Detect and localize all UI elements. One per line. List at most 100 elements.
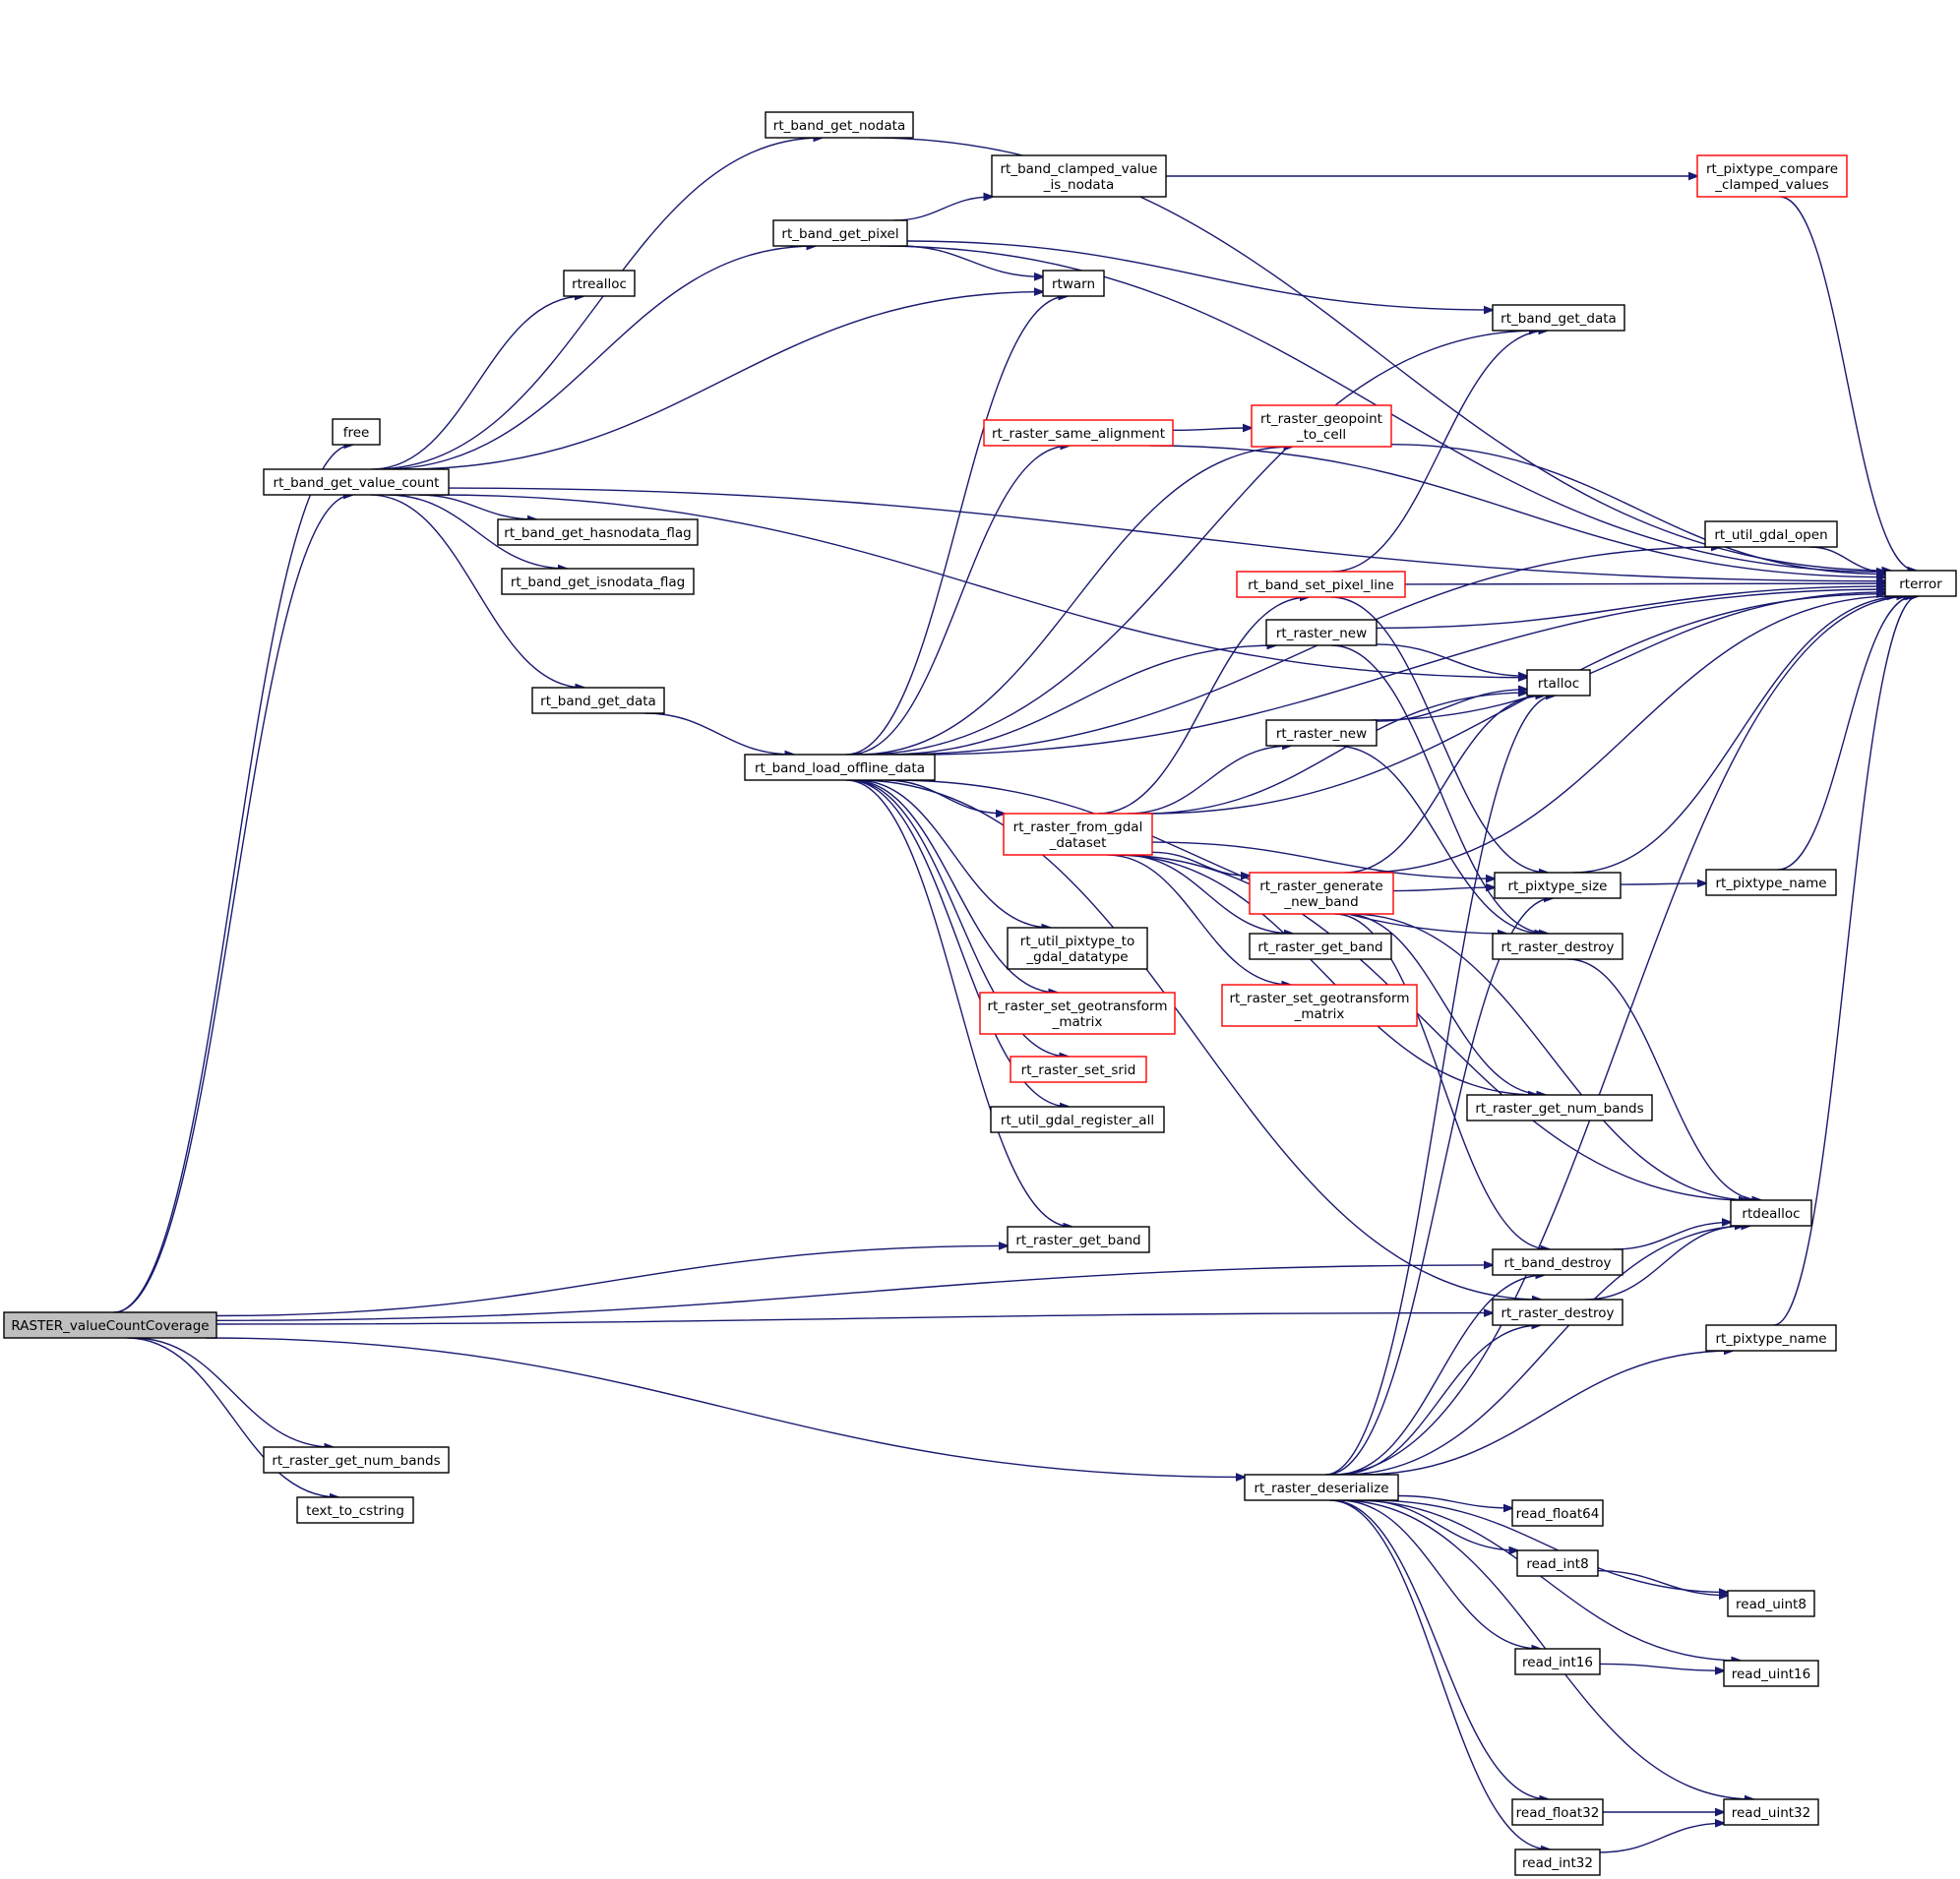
edge-path — [1143, 693, 1527, 815]
node-rterror[interactable]: rterror — [1884, 570, 1957, 597]
edge-rt_band_load_offline_data-to-rt_raster_from_gdal_dataset — [885, 779, 1005, 814]
node-rt-raster-get-num-bands-l[interactable]: rt_raster_get_num_bands — [263, 1446, 450, 1474]
node-text-to-cstring[interactable]: text_to_cstring — [296, 1496, 414, 1524]
node-label: _matrix — [1052, 1014, 1103, 1030]
node-free[interactable]: free — [332, 418, 381, 446]
node-rt-band-set-pixel-line[interactable]: rt_band_set_pixel_line — [1236, 571, 1406, 598]
node-label: rt_raster_get_num_bands — [1475, 1101, 1643, 1117]
node-rt-raster-deserialize[interactable]: rt_raster_deserialize — [1244, 1474, 1399, 1501]
node-rt-util-gdal-register-all[interactable]: rt_util_gdal_register_all — [990, 1106, 1165, 1133]
node-read-uint32[interactable]: read_uint32 — [1723, 1798, 1819, 1826]
node-rt-band-destroy[interactable]: rt_band_destroy — [1492, 1248, 1623, 1276]
node-box — [1007, 927, 1148, 970]
node-rt-band-get-hasnodata-flag[interactable]: rt_band_get_hasnodata_flag — [497, 518, 699, 546]
edge-path — [215, 1313, 1493, 1325]
edge-rt_band_get_value_count-to-rt_band_get_isnodata_flag — [387, 494, 567, 569]
edge-path — [1151, 841, 1495, 879]
edge-path — [205, 1337, 1245, 1478]
node-rt-util-gdal-open[interactable]: rt_util_gdal_open — [1704, 520, 1838, 548]
edge-rt_band_load_offline_data-to-rt_util_pixtype_to_gdal_datatype — [856, 779, 1051, 928]
node-rt-raster-same-alignment[interactable]: rt_raster_same_alignment — [983, 419, 1174, 447]
edge-root-to-rt_band_destroy — [215, 1265, 1493, 1321]
node-rt-raster-set-geotransform-matrix-l[interactable]: rt_raster_set_geotransform_matrix — [979, 992, 1176, 1035]
edge-rt_raster_from_gdal_dataset-to-rterror — [1146, 594, 1885, 815]
node-label: rt_band_get_isnodata_flag — [511, 575, 685, 590]
node-read-uint16[interactable]: read_uint16 — [1723, 1660, 1819, 1687]
nodes-layer: RASTER_valueCountCoverage free rt_band_get… — [3, 111, 1957, 1876]
node-rt-band-get-pixel[interactable]: rt_band_get_pixel — [772, 219, 908, 247]
node-rt-band-get-value-count[interactable]: rt_band_get_value_count — [263, 468, 450, 496]
node-label: rtrealloc — [572, 276, 627, 292]
edge-path — [373, 138, 823, 470]
edge-path — [1390, 444, 1885, 575]
node-read-int8[interactable]: read_int8 — [1516, 1549, 1599, 1577]
node-box — [332, 418, 381, 446]
node-read-int32[interactable]: read_int32 — [1514, 1849, 1601, 1876]
node-rt-raster-from-gdal-dataset[interactable]: rt_raster_from_gdal_dataset — [1003, 813, 1153, 856]
edge-path — [1572, 596, 1906, 874]
edge-path — [1779, 196, 1917, 571]
node-rt-pixtype-name-1[interactable]: rt_pixtype_name — [1705, 869, 1837, 896]
edge-path — [1329, 596, 1913, 1476]
node-rt-raster-destroy-2[interactable]: rt_raster_destroy — [1492, 1299, 1623, 1326]
node-rt-raster-new-2[interactable]: rt_raster_new — [1265, 719, 1378, 747]
node-rt-pixtype-name-2[interactable]: rt_pixtype_name — [1705, 1324, 1837, 1352]
node-rtrealloc[interactable]: rtrealloc — [563, 270, 636, 297]
node-rt-raster-destroy-1[interactable]: rt_raster_destroy — [1492, 933, 1623, 960]
node-box — [1884, 570, 1957, 597]
node-rtwarn[interactable]: rtwarn — [1042, 270, 1105, 297]
edge-path — [432, 494, 1527, 678]
edge-path — [113, 445, 353, 1313]
edge-path — [1330, 596, 1548, 873]
node-rt-band-load-offline-data[interactable]: rt_band_load_offline_data — [744, 754, 936, 781]
node-rtdealloc[interactable]: rtdealloc — [1730, 1199, 1812, 1227]
node-read-float32[interactable]: read_float32 — [1511, 1798, 1604, 1826]
node-label: rt_raster_from_gdal — [1013, 819, 1143, 835]
edge-path — [1330, 644, 1548, 934]
node-rt-raster-geopoint-to-cell[interactable]: rt_raster_geopoint_to_cell — [1251, 404, 1392, 448]
node-rt-pixtype-size[interactable]: rt_pixtype_size — [1494, 872, 1622, 899]
node-rt-raster-generate-new-band[interactable]: rt_raster_generate_new_band — [1249, 872, 1394, 915]
edge-path — [643, 712, 794, 755]
node-rt-raster-get-band-m[interactable]: rt_raster_get_band — [1249, 933, 1392, 960]
node-rt-pixtype-compare-clamped-values[interactable]: rt_pixtype_compare_clamped_values — [1696, 154, 1848, 198]
node-rtalloc[interactable]: rtalloc — [1526, 669, 1591, 697]
node-label: rtalloc — [1538, 676, 1579, 692]
node-root[interactable]: RASTER_valueCountCoverage — [3, 1311, 217, 1339]
edge-path — [860, 331, 1538, 756]
node-rt-raster-get-band-l[interactable]: rt_raster_get_band — [1007, 1226, 1150, 1253]
node-rt-band-get-isnodata-flag[interactable]: rt_band_get_isnodata_flag — [501, 568, 695, 595]
node-box — [1723, 1660, 1819, 1687]
edge-rt_raster_from_gdal_dataset-to-rt_pixtype_size — [1151, 841, 1495, 879]
node-box — [991, 154, 1167, 198]
node-rt-raster-set-geotransform-matrix-m[interactable]: rt_raster_set_geotransform_matrix — [1221, 984, 1418, 1027]
node-label: free — [343, 425, 370, 441]
node-rt-band-get-nodata[interactable]: rt_band_get_nodata — [765, 111, 914, 139]
node-rt-raster-get-num-bands-r[interactable]: rt_raster_get_num_bands — [1466, 1094, 1653, 1121]
edge-rt_band_get_value_count-to-rtalloc — [432, 494, 1527, 678]
edge-path — [448, 487, 1885, 581]
node-read-int16[interactable]: read_int16 — [1514, 1648, 1601, 1675]
node-read-uint8[interactable]: read_uint8 — [1727, 1590, 1815, 1617]
edge-root-to-rt_band_get_value_count — [113, 495, 352, 1313]
edge-rt_band_get_value_count-to-rtrealloc — [371, 296, 583, 470]
node-rt-band-clamped-value-is-nodata[interactable]: rt_band_clamped_value_is_nodata — [991, 154, 1167, 198]
node-rt-band-get-data-l[interactable]: rt_band_get_data — [531, 687, 665, 714]
node-rt-raster-new-1[interactable]: rt_raster_new — [1265, 619, 1378, 646]
edge-rt_raster_deserialize-to-rtdealloc — [1342, 1226, 1749, 1476]
node-read-float64[interactable]: read_float64 — [1511, 1499, 1604, 1527]
node-rt-util-pixtype-to-gdal-datatype[interactable]: rt_util_pixtype_to_gdal_datatype — [1007, 927, 1148, 970]
edge-path — [127, 1337, 338, 1497]
node-box — [1003, 813, 1153, 856]
edge-path — [906, 240, 1493, 310]
node-box — [1705, 1324, 1837, 1352]
node-rt-raster-set-srid[interactable]: rt_raster_set_srid — [1010, 1056, 1147, 1083]
node-box — [1492, 1299, 1623, 1326]
edge-rt_band_set_pixel_line-to-rt_pixtype_size — [1330, 596, 1548, 873]
node-box — [1526, 669, 1591, 697]
node-box — [1492, 933, 1623, 960]
node-label: read_uint16 — [1732, 1667, 1811, 1682]
node-rt-band-get-data-r[interactable]: rt_band_get_data — [1492, 304, 1625, 332]
edge-rt_band_load_offline_data-to-rt_raster_destroy_2 — [856, 779, 1541, 1300]
